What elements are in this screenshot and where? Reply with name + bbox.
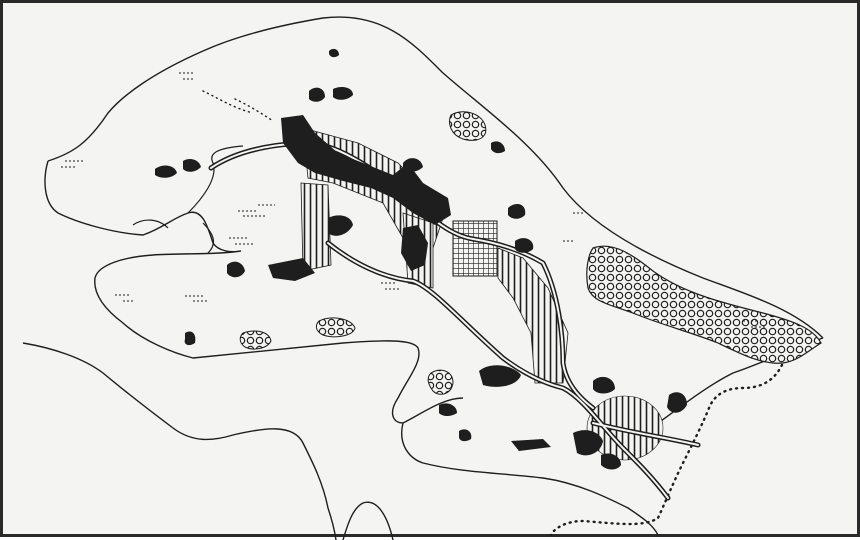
mainland-coastline bbox=[22, 342, 394, 540]
woodland-east bbox=[586, 245, 822, 364]
dotted-trail bbox=[202, 90, 274, 122]
marsh-symbols bbox=[61, 72, 767, 328]
hatched-zone-west bbox=[300, 182, 332, 272]
main-island-coastline bbox=[44, 16, 824, 536]
woodland-patches bbox=[239, 111, 487, 395]
inlet-coastline bbox=[132, 145, 244, 254]
grid-district bbox=[452, 220, 498, 277]
dense-urban-areas bbox=[155, 48, 687, 470]
dotted-boundary bbox=[549, 346, 790, 537]
map-svg bbox=[22, 16, 824, 540]
